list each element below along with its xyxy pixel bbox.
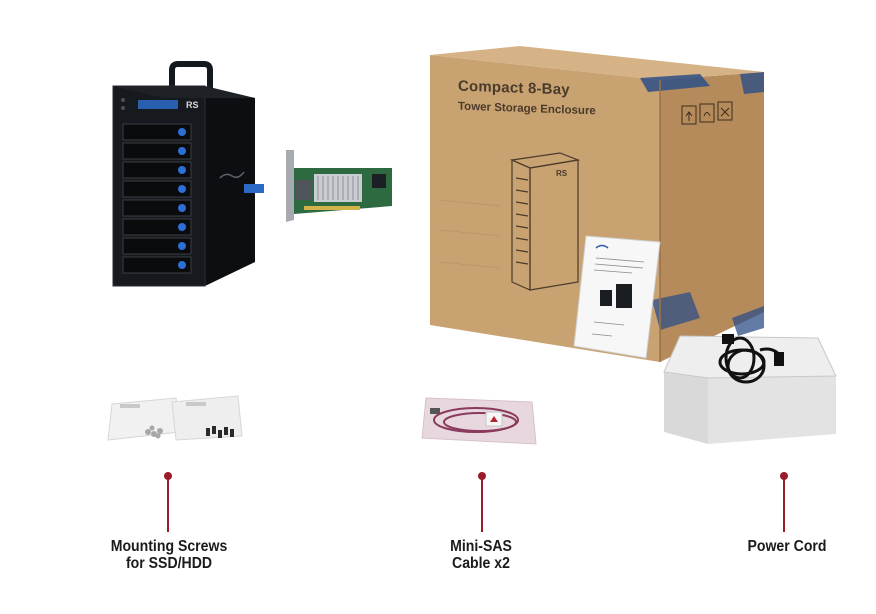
label-minisas-cable-line2: Cable x2 [452,555,510,572]
box-title: Compact 8-Bay Tower Storage Enclosure [458,78,596,118]
screw-bags-image [107,395,243,441]
power-cord-box-image [663,334,837,444]
box-title-line1: Compact 8-Bay [458,77,570,99]
label-mounting-screws: Mounting Screws for SSD/HDD [94,538,244,572]
label-power-cord-line1: Power Cord [747,538,827,555]
minisas-cable-bag-image [421,397,537,445]
manual-booklet-image [573,235,661,359]
callout-line-cable [481,476,483,532]
label-mounting-screws-line1: Mounting Screws [110,538,228,555]
label-power-cord: Power Cord [721,538,853,555]
callout-line-power [783,476,785,532]
label-minisas-cable-line1: Mini-SAS [450,538,512,555]
drive-bays [122,123,192,274]
storage-enclosure-image: RS [112,61,392,287]
svg-text:RS: RS [186,100,199,110]
callout-line-screws [167,476,169,532]
label-mounting-screws-line2: for SSD/HDD [125,555,213,572]
label-minisas-cable: Mini-SAS Cable x2 [422,538,540,572]
svg-text:RS: RS [556,169,568,178]
